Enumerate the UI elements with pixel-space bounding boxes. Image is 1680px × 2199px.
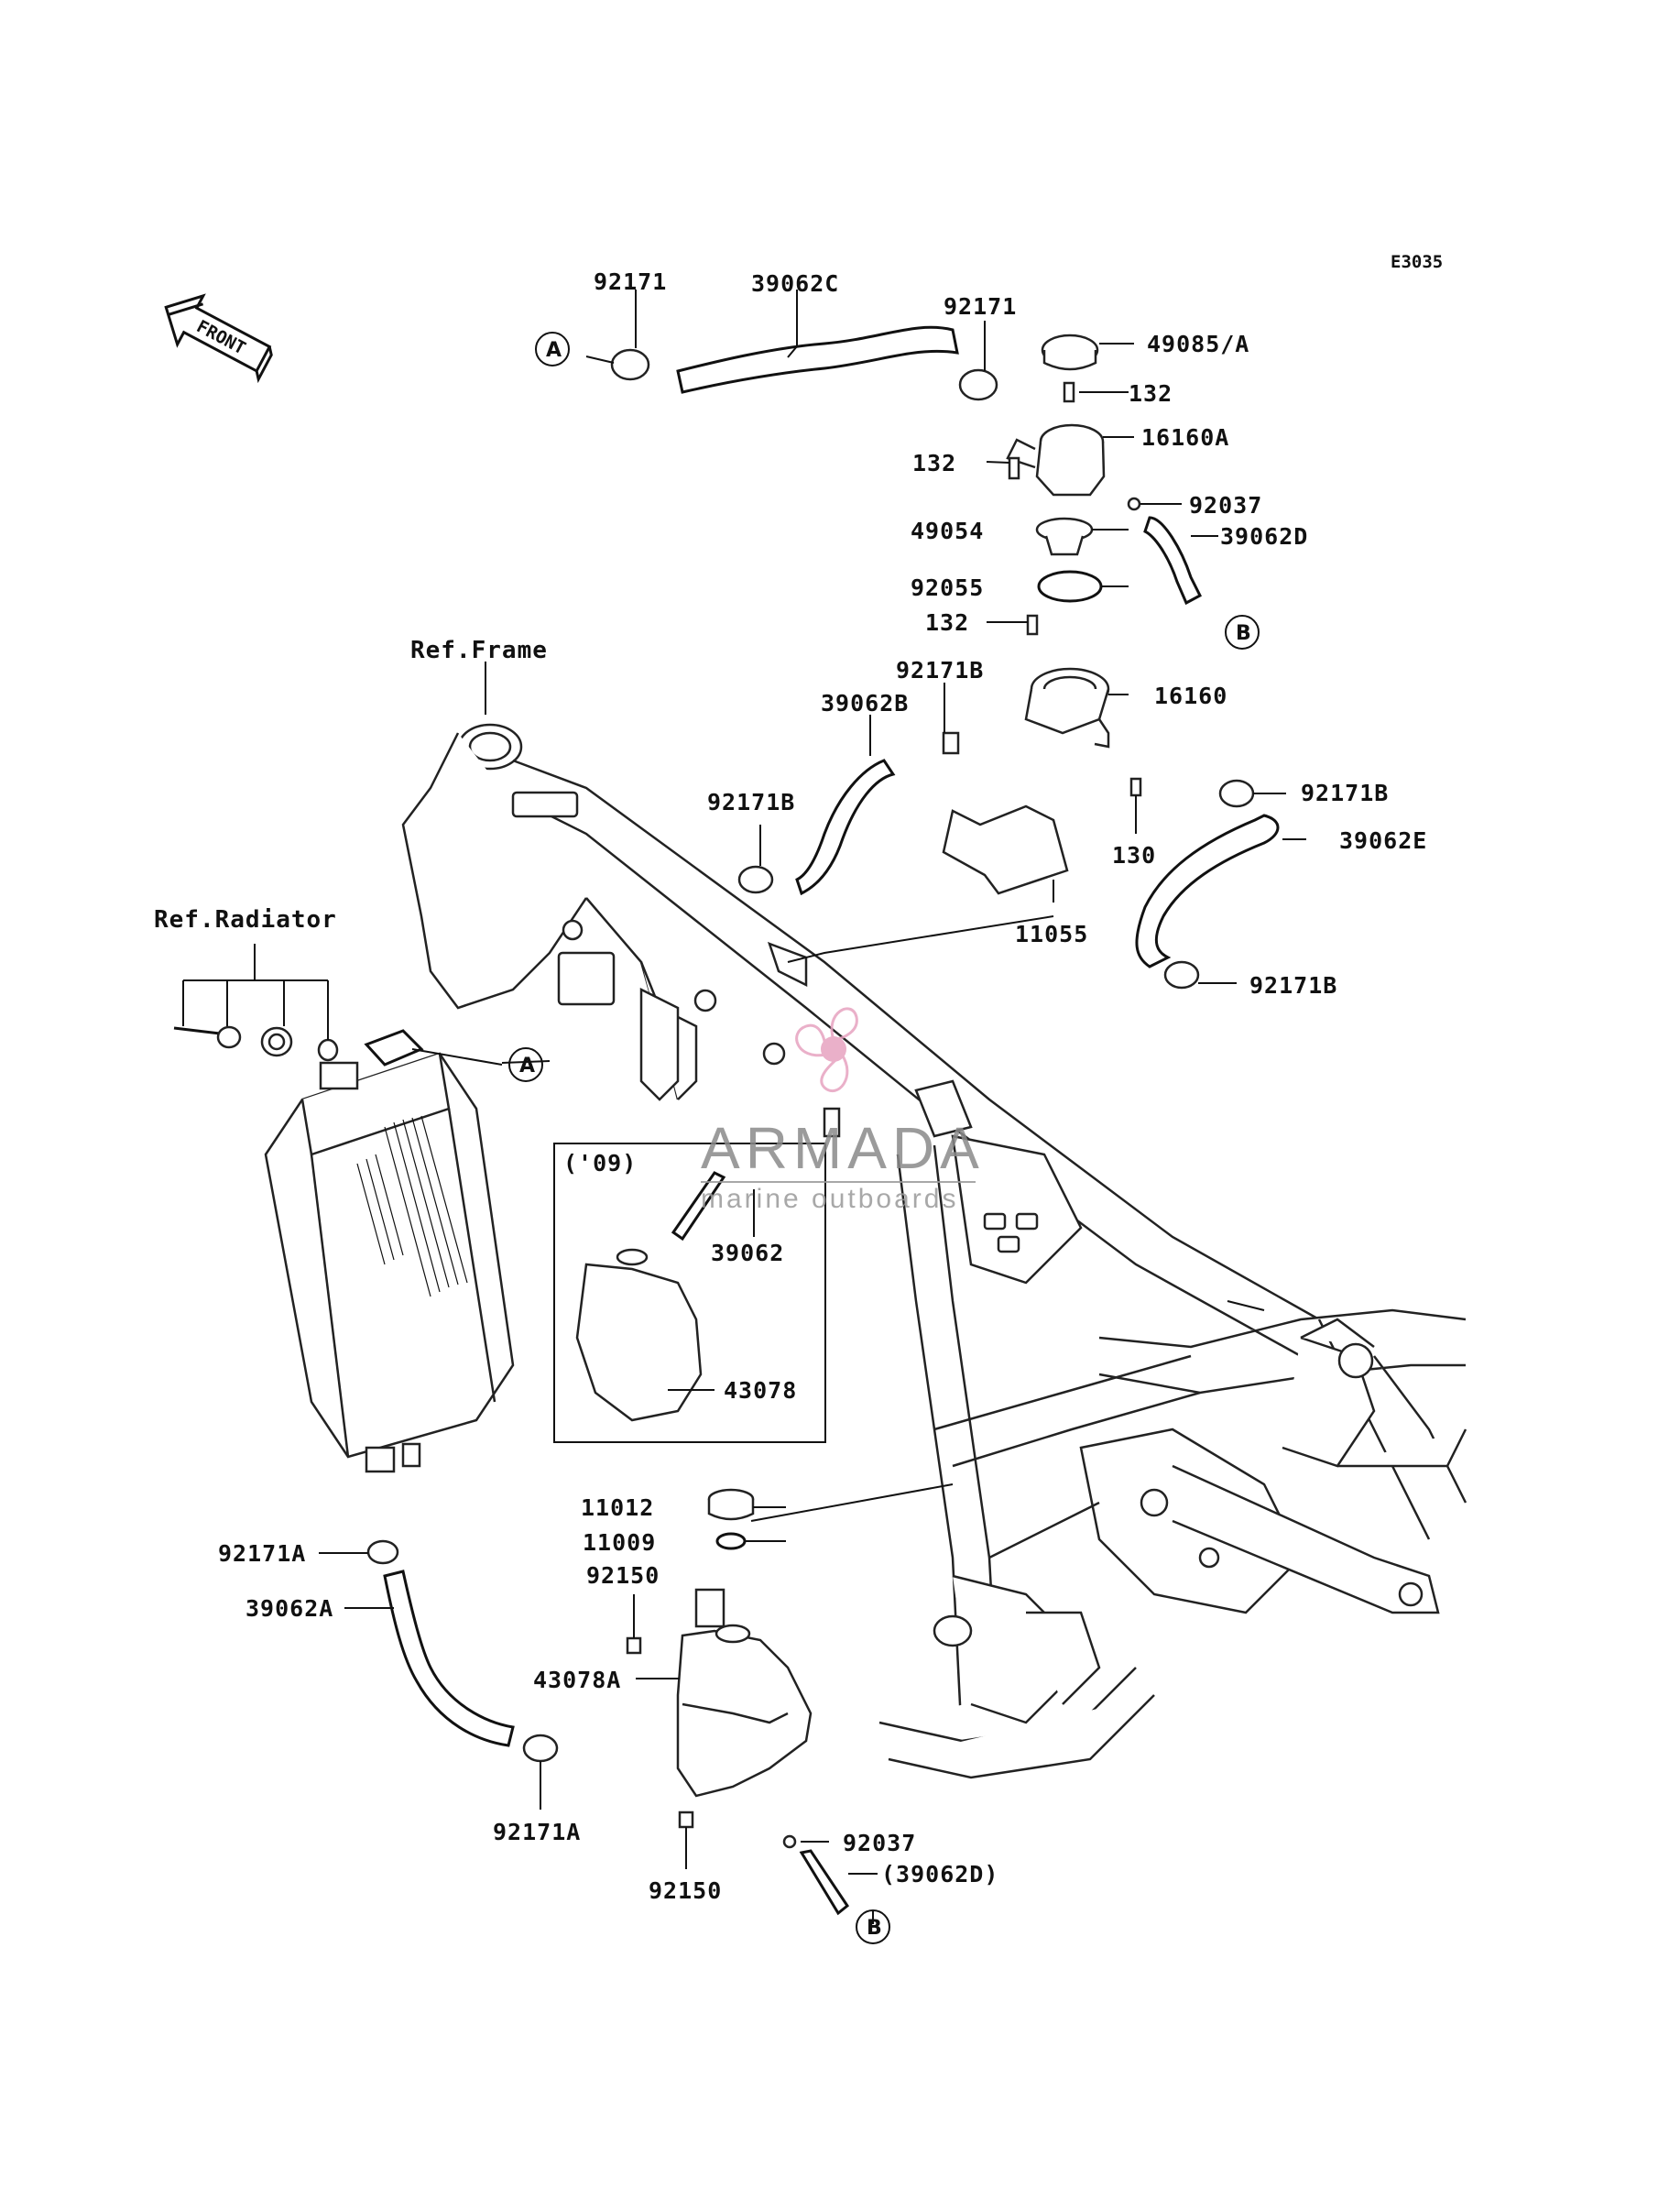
part-label-92171: 92171 (944, 293, 1017, 320)
inset-box (553, 1143, 826, 1443)
propeller-logo-icon (795, 1007, 858, 1092)
part-label-39062b: 39062B (821, 690, 909, 717)
part-label-92171: 92171 (594, 268, 667, 295)
part-label-92037: 92037 (1189, 492, 1262, 519)
part-label-11012: 11012 (581, 1494, 654, 1521)
connector-a-radiator: A (508, 1047, 543, 1082)
part-label-132: 132 (1129, 380, 1173, 407)
inset-year-label: ('09) (563, 1150, 637, 1176)
svg-text:B: B (867, 1917, 882, 1940)
part-label-49085a: 49085/A (1147, 331, 1249, 357)
part-label-92171b: 92171B (1249, 972, 1337, 999)
part-label-132: 132 (925, 609, 969, 636)
radiator-drawing (173, 1025, 515, 1473)
part-label-92171b: 92171B (707, 789, 795, 815)
part-label-92171a: 92171A (218, 1540, 306, 1567)
part-label-39062d-ref: (39062D) (881, 1861, 998, 1887)
part-label-132: 132 (912, 450, 956, 476)
part-label-11009: 11009 (583, 1529, 656, 1556)
leader-lines (182, 290, 1306, 1924)
part-label-49054: 49054 (911, 518, 984, 544)
connector-b-top: B (1225, 615, 1260, 650)
part-label-92055: 92055 (911, 574, 984, 601)
part-label-39062c: 39062C (751, 270, 839, 297)
svg-text:A: A (546, 339, 562, 362)
part-label-92171b: 92171B (1301, 780, 1389, 806)
svg-text:B: B (1236, 622, 1251, 645)
part-label-11055: 11055 (1015, 921, 1088, 947)
connector-a-top: A (535, 332, 570, 366)
part-label-39062a: 39062A (245, 1595, 333, 1622)
cooling-parts-drawing (366, 325, 1280, 1916)
part-label-92150: 92150 (586, 1562, 660, 1589)
part-label-92150: 92150 (649, 1877, 722, 1904)
part-label-39062d: 39062D (1220, 523, 1308, 550)
ref-frame-label: Ref.Frame (410, 637, 548, 664)
part-label-92037: 92037 (843, 1830, 916, 1856)
part-label-16160a: 16160A (1141, 424, 1229, 451)
armada-watermark: ARMADA marine outboards (701, 1007, 985, 1214)
part-label-39062e: 39062E (1339, 827, 1427, 854)
part-label-43078a: 43078A (533, 1667, 621, 1693)
part-label-39062: 39062 (711, 1240, 784, 1266)
part-label-92171b: 92171B (896, 657, 984, 684)
part-label-92171a: 92171A (493, 1819, 581, 1845)
connector-b-bottom: B (856, 1909, 890, 1944)
part-label-130: 130 (1112, 842, 1156, 869)
ref-radiator-label: Ref.Radiator (154, 906, 337, 934)
svg-text:A: A (519, 1055, 535, 1078)
part-label-16160: 16160 (1154, 683, 1227, 709)
frame-drawing (401, 723, 1467, 1779)
front-arrow-icon: FRONT (164, 293, 273, 384)
part-label-43078: 43078 (724, 1377, 797, 1404)
watermark-tagline: marine outboards (701, 1184, 958, 1214)
diagram-code: E3035 (1391, 252, 1443, 272)
watermark-brand: ARMADA (701, 1115, 985, 1181)
